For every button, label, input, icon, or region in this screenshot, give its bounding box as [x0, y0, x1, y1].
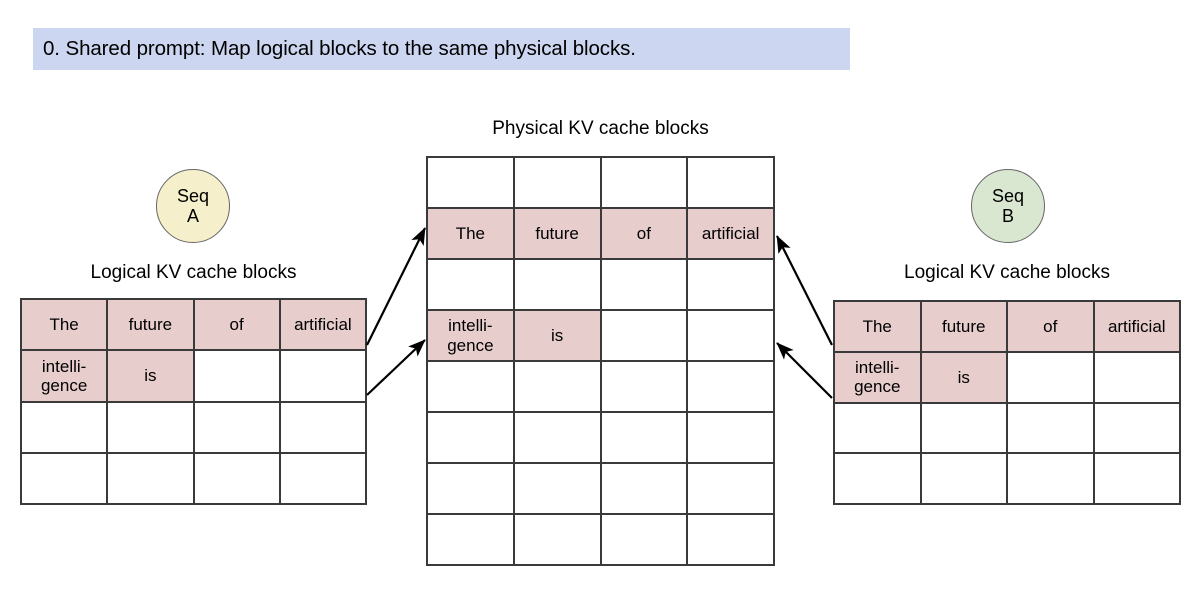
kv-cache-cell: [601, 311, 689, 362]
kv-cache-cell: [514, 362, 602, 413]
kv-cache-cell: [1008, 352, 1095, 404]
kv-cache-cell: [921, 403, 1008, 455]
kv-cache-cell: [601, 158, 689, 209]
kv-cache-cell: [514, 158, 602, 209]
kv-cache-cell: [428, 464, 515, 515]
kv-cache-cell: [688, 158, 775, 209]
kv-cache-cell: [688, 464, 775, 515]
kv-cache-cell: is: [108, 351, 195, 403]
logical-left-table-caption: Logical KV cache blocks: [90, 262, 297, 283]
kv-cache-cell: [108, 453, 195, 505]
logical-right-table-caption: Logical KV cache blocks: [904, 262, 1110, 283]
kv-cache-cell: [428, 260, 515, 311]
kv-cache-cell: The: [22, 300, 109, 352]
kv-cache-cell: of: [1008, 302, 1095, 353]
seq-a-label-line1: Seq: [176, 185, 210, 206]
seq-b-badge: Seq B: [971, 169, 1045, 243]
kv-cache-cell: future: [514, 209, 602, 260]
kv-cache-cell: [601, 413, 689, 464]
physical-table-caption: Physical KV cache blocks: [492, 118, 709, 139]
kv-cache-cell: [835, 403, 922, 455]
kv-cache-cell: of: [194, 300, 281, 352]
kv-cache-cell: [1008, 403, 1095, 455]
kv-cache-cell: [428, 158, 515, 209]
seq-b-label-line1: Seq: [991, 185, 1025, 206]
kv-cache-cell: [514, 260, 602, 311]
kv-cache-cell: [428, 413, 515, 464]
kv-cache-cell: [688, 362, 775, 413]
kv-cache-cell: [194, 402, 281, 454]
kv-cache-cell: [280, 402, 367, 454]
kv-cache-cell: [194, 453, 281, 505]
arrow-left-row1-to-physical-row2: [366, 227, 426, 346]
kv-cache-cell: is: [514, 311, 602, 362]
kv-cache-cell: artificial: [688, 209, 775, 260]
kv-cache-cell: [921, 454, 1008, 505]
seq-b-label-line2: B: [1001, 206, 1014, 226]
kv-cache-cell: [22, 453, 109, 505]
kv-cache-cell: future: [108, 300, 195, 352]
kv-cache-cell: [601, 362, 689, 413]
kv-cache-cell: [1094, 454, 1181, 505]
kv-cache-cell: [1094, 403, 1181, 455]
kv-cache-cell: [688, 311, 775, 362]
kv-cache-cell: [194, 351, 281, 403]
kv-cache-cell: [514, 515, 602, 566]
kv-cache-cell: artificial: [280, 300, 367, 352]
kv-cache-cell: [1094, 352, 1181, 404]
kv-cache-cell: [22, 402, 109, 454]
kv-cache-cell: [1008, 454, 1095, 505]
kv-cache-cell: future: [921, 302, 1008, 353]
seq-a-label-line2: A: [186, 206, 199, 226]
kv-cache-cell: intelli-gence: [428, 311, 515, 362]
kv-cache-cell: The: [835, 302, 922, 353]
kv-cache-cell: [688, 260, 775, 311]
kv-cache-cell: [514, 464, 602, 515]
kv-cache-cell: intelli-gence: [22, 351, 109, 403]
kv-cache-cell: [428, 362, 515, 413]
kv-cache-cell: is: [921, 352, 1008, 404]
step-banner: 0. Shared prompt: Map logical blocks to …: [33, 28, 850, 70]
kv-cache-cell: [514, 413, 602, 464]
seq-a-badge: Seq A: [156, 169, 230, 243]
kv-cache-cell: intelli-gence: [835, 352, 922, 404]
kv-cache-cell: The: [428, 209, 515, 260]
kv-cache-cell: [688, 413, 775, 464]
kv-cache-cell: [601, 260, 689, 311]
kv-cache-cell: [835, 454, 922, 505]
kv-cache-cell: [601, 464, 689, 515]
arrow-left-row2-to-physical-row4: [366, 339, 426, 396]
kv-cache-cell: artificial: [1094, 302, 1181, 353]
kv-cache-cell: [280, 453, 367, 505]
kv-cache-cell: [428, 515, 515, 566]
arrow-right-row2-to-physical-row4: [776, 342, 833, 399]
arrow-right-row1-to-physical-row2: [776, 235, 833, 346]
kv-cache-cell: [601, 515, 689, 566]
kv-cache-cell: of: [601, 209, 689, 260]
step-banner-text: 0. Shared prompt: Map logical blocks to …: [43, 37, 636, 60]
kv-cache-cell: [688, 515, 775, 566]
kv-cache-cell: [280, 351, 367, 403]
kv-cache-cell: [108, 402, 195, 454]
